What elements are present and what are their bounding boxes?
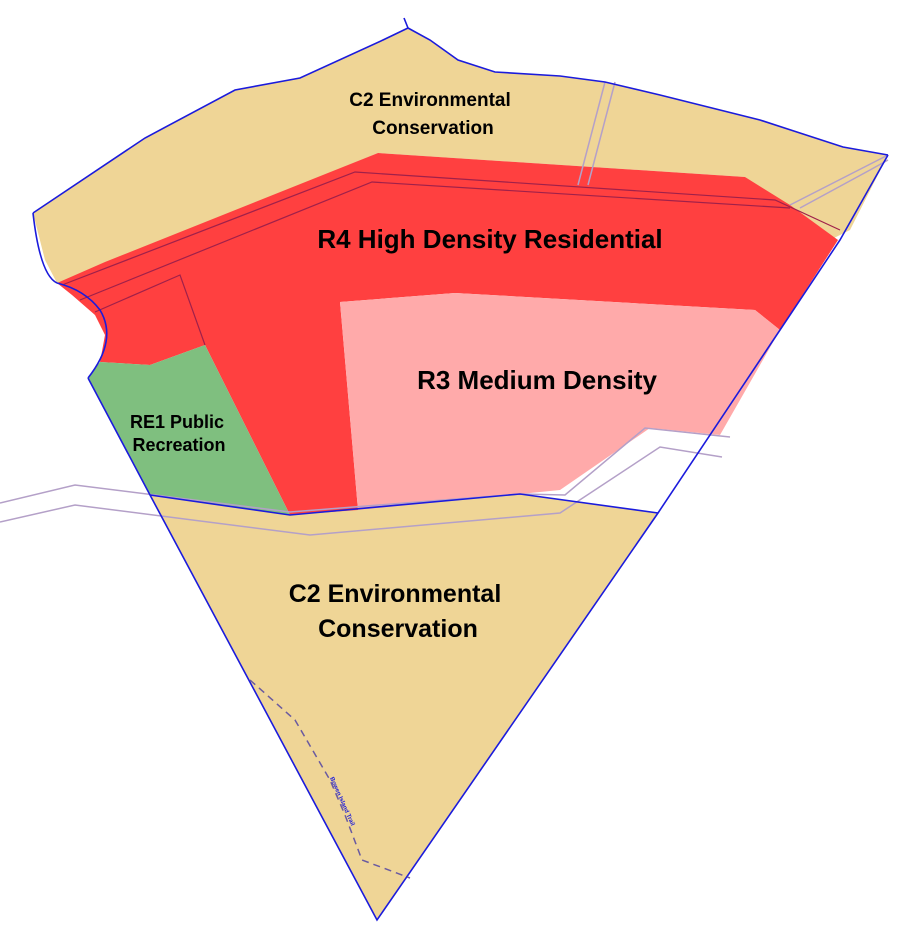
zone-c2-north[interactable] <box>33 28 888 283</box>
zone-r3-medium-density[interactable] <box>340 293 780 510</box>
label-c2-north-line2: Conservation <box>372 118 493 139</box>
parcel-lines <box>61 171 841 346</box>
label-re1-line1: RE1 Public <box>130 412 224 432</box>
label-c2-south-line1: C2 Environmental <box>289 580 502 608</box>
label-c2-north-line1: C2 Environmental <box>349 90 511 111</box>
zone-boundaries <box>32 17 889 922</box>
label-c2-south-line2: Conservation <box>318 615 478 643</box>
zone-c2-south[interactable] <box>150 494 658 920</box>
label-r3: R3 Medium Density <box>417 365 657 395</box>
trail-line <box>249 679 411 879</box>
label-re1-line2: Recreation <box>132 435 225 455</box>
label-r4: R4 High Density Residential <box>317 224 662 254</box>
zone-r4-high-density[interactable] <box>57 153 838 515</box>
